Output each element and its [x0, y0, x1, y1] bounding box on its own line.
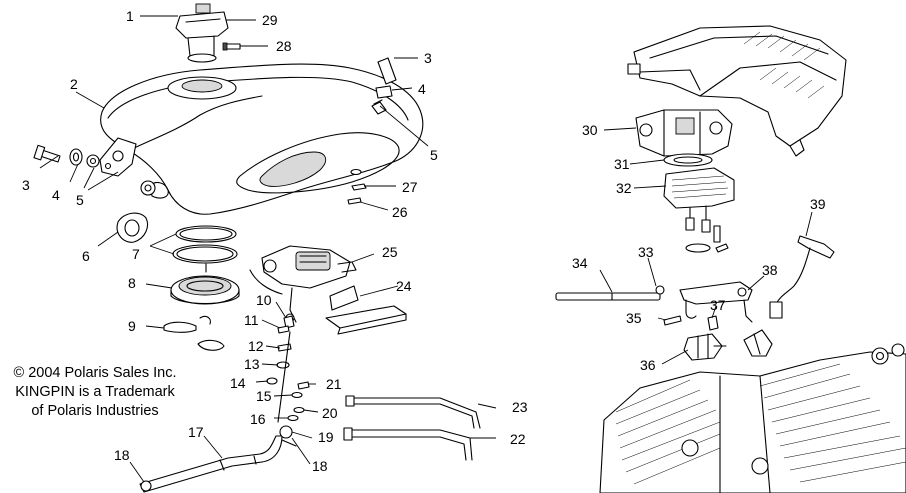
copyright-notice: © 2004 Polaris Sales Inc. KINGPIN is a T… [2, 364, 188, 421]
fuel-tank [100, 63, 424, 215]
gasket-31 [663, 153, 713, 167]
callout-27: 27 [402, 179, 418, 195]
clip-right [371, 101, 387, 115]
callout-13: 13 [244, 356, 260, 372]
throttle-body [635, 109, 733, 157]
fitting-13 [276, 361, 290, 369]
pump-flange [170, 275, 240, 305]
callout-31: 31 [614, 156, 630, 172]
callout-30: 30 [582, 122, 598, 138]
callout-25: 25 [382, 244, 398, 260]
callout-10: 10 [256, 292, 272, 308]
grommet-tank [140, 180, 156, 196]
fitting-21 [297, 381, 310, 390]
callout-33: 33 [638, 244, 654, 260]
spacer-right [373, 85, 393, 105]
callout-14: 14 [230, 375, 246, 391]
copyright-line: © 2004 Polaris Sales Inc. [13, 365, 177, 381]
bolt-right [377, 57, 397, 85]
callout-7: 7 [132, 246, 140, 262]
callout-labels: 1 29 28 2 3 4 5 27 26 3 4 5 6 7 8 9 10 1… [22, 8, 826, 474]
callout-12: 12 [248, 338, 264, 354]
fuel-hose-17 [139, 425, 297, 493]
callout-2: 2 [70, 76, 78, 92]
vent-line-23 [345, 395, 481, 429]
air-box [627, 25, 847, 157]
o-rings [172, 225, 238, 273]
callout-18-left: 18 [114, 447, 130, 463]
injector-37 [707, 315, 773, 357]
vent-line-22 [343, 427, 473, 461]
spacer-left [69, 148, 83, 166]
leader-lines [39, 15, 813, 483]
callout-9: 9 [128, 318, 136, 334]
callout-4-right: 4 [418, 81, 426, 97]
callout-26: 26 [392, 204, 408, 220]
callout-29: 29 [262, 12, 278, 28]
callout-23: 23 [512, 399, 528, 415]
fitting-15 [291, 391, 303, 399]
trademark-line: KINGPIN is a Trademark [15, 384, 175, 400]
callout-19: 19 [318, 429, 334, 445]
callout-15: 15 [256, 388, 272, 404]
trademark-owner-line: of Polaris Industries [31, 403, 159, 419]
engine-cylinders [599, 343, 906, 493]
fuel-rail-34 [555, 285, 665, 301]
bolt-left [33, 144, 61, 163]
callout-36: 36 [640, 357, 656, 373]
fitting-12 [277, 343, 292, 352]
callout-38: 38 [762, 262, 778, 278]
callout-3-right: 3 [424, 50, 432, 66]
washer-5 [350, 168, 362, 176]
callout-8: 8 [128, 275, 136, 291]
filter-clip [163, 315, 225, 351]
callout-11: 11 [244, 312, 259, 328]
intake-manifold [663, 167, 735, 253]
callout-1: 1 [126, 8, 134, 24]
grommet-6 [116, 212, 149, 243]
screw-28 [222, 42, 241, 51]
fuel-line-vertical [277, 331, 291, 423]
fuel-cap [175, 3, 229, 63]
callout-5-right: 5 [430, 147, 438, 163]
callout-22: 22 [510, 431, 526, 447]
clip-27 [351, 183, 367, 191]
callout-17: 17 [188, 424, 204, 440]
fitting-20 [293, 406, 305, 414]
screw-26 [347, 197, 362, 205]
fitting-16 [287, 414, 299, 422]
callout-34: 34 [572, 255, 588, 271]
injector-36 [683, 333, 727, 361]
mount-bracket-left [99, 137, 137, 177]
screw-35 [663, 315, 682, 326]
fitting-14 [266, 377, 278, 385]
callout-28: 28 [276, 38, 292, 54]
callout-16: 16 [250, 411, 266, 427]
callout-37: 37 [710, 297, 726, 313]
callout-21: 21 [326, 376, 342, 392]
callout-32: 32 [616, 180, 632, 196]
grommet-left [86, 154, 100, 168]
callout-6: 6 [82, 248, 90, 264]
callout-4-left: 4 [52, 187, 60, 203]
callout-24: 24 [396, 278, 412, 294]
callout-5-left: 5 [76, 192, 84, 208]
callout-3-left: 3 [22, 177, 30, 193]
callout-20: 20 [322, 405, 338, 421]
fuel-pump [249, 245, 357, 323]
callout-35: 35 [626, 310, 642, 326]
callout-39: 39 [810, 196, 826, 212]
fitting-10 [283, 315, 295, 329]
sensor-39 [769, 235, 835, 319]
fitting-11 [277, 325, 290, 334]
pump-bracket [325, 285, 407, 335]
callout-18-right: 18 [312, 458, 328, 474]
rail-bracket-38 [679, 281, 753, 323]
